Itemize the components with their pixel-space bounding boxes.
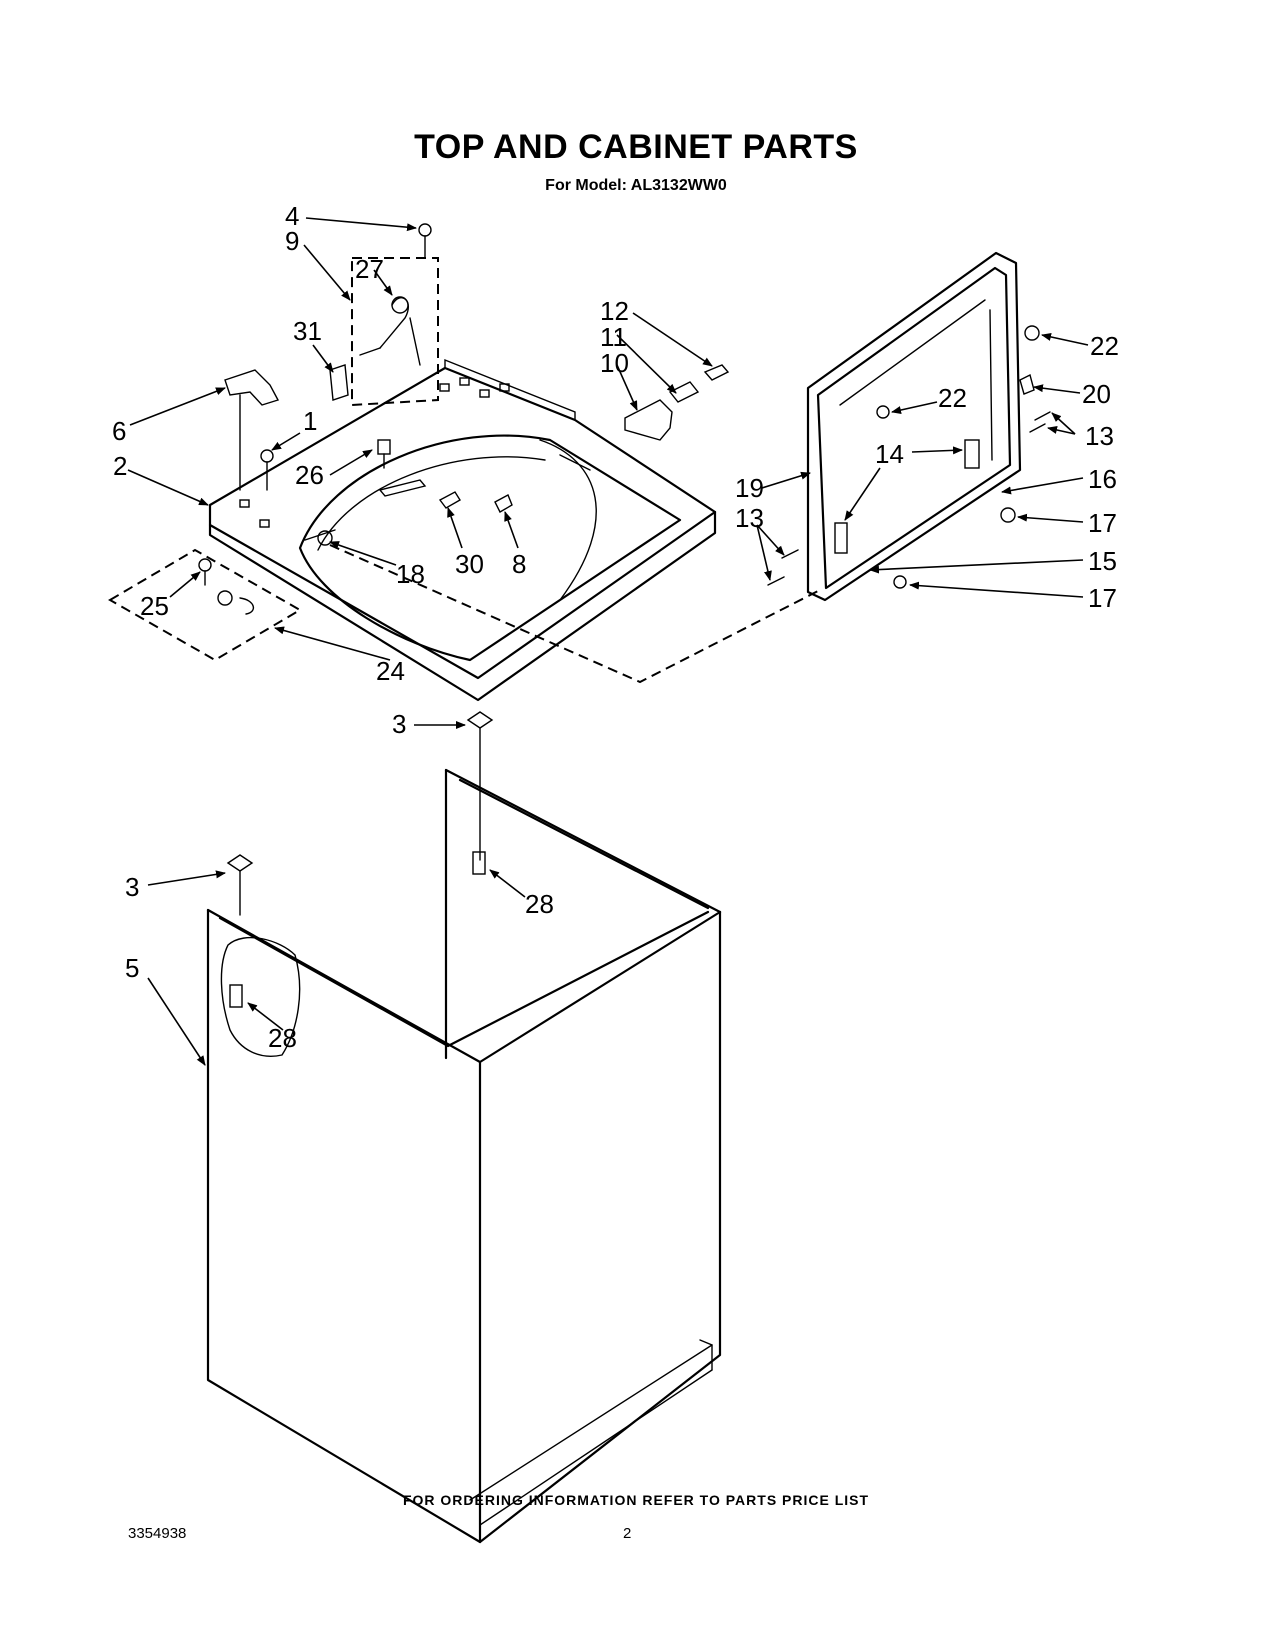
callout-10: 10 (600, 348, 629, 378)
callout-4: 4 (285, 201, 299, 231)
model-subtitle: For Model: AL3132WW0 (545, 177, 727, 194)
washer-cabinet (206, 768, 722, 1544)
callout-25: 25 (140, 591, 169, 621)
callout-13-right: 13 (1085, 421, 1114, 451)
callout-19: 19 (735, 473, 764, 503)
callout-18: 18 (396, 559, 425, 589)
leader-lines (127, 217, 1089, 1066)
callout-22-inner: 22 (938, 383, 967, 413)
callout-28-lower: 28 (268, 1023, 297, 1053)
callout-9: 9 (285, 226, 299, 256)
callout-24: 24 (376, 656, 405, 686)
callout-22-top: 22 (1090, 331, 1119, 361)
washer-lid (806, 251, 1022, 602)
callout-12: 12 (600, 296, 629, 326)
callout-2: 2 (113, 451, 127, 481)
callout-20: 20 (1082, 379, 1111, 409)
callout-11: 11 (600, 322, 627, 352)
callout-1: 1 (303, 406, 317, 436)
callout-28-upper: 28 (525, 889, 554, 919)
callout-27: 27 (355, 254, 384, 284)
small-parts (198, 223, 1051, 1057)
callout-31: 31 (293, 316, 322, 346)
callout-17-top: 17 (1088, 508, 1117, 538)
callout-labels: 4 9 27 31 6 1 2 26 30 8 18 25 24 12 11 1… (112, 201, 1119, 1053)
callout-3-upper: 3 (392, 709, 406, 739)
callout-30: 30 (455, 549, 484, 579)
ordering-note: FOR ORDERING INFORMATION REFER TO PARTS … (402, 1492, 870, 1508)
washer-top-panel (208, 358, 717, 702)
callout-15: 15 (1088, 546, 1117, 576)
document-number: 3354938 (128, 1525, 187, 1542)
callout-3-lower: 3 (125, 872, 139, 902)
callout-16: 16 (1088, 464, 1117, 494)
assembly-boxes (108, 257, 821, 684)
callout-6: 6 (112, 416, 126, 446)
callout-8: 8 (512, 549, 526, 579)
callout-5: 5 (125, 953, 139, 983)
callout-26: 26 (295, 460, 324, 490)
callout-17-bottom: 17 (1088, 583, 1117, 613)
page-title: TOP AND CABINET PARTS (414, 128, 858, 166)
callout-14: 14 (875, 439, 904, 469)
callout-13-left: 13 (735, 503, 764, 533)
page-number: 2 (623, 1525, 632, 1542)
